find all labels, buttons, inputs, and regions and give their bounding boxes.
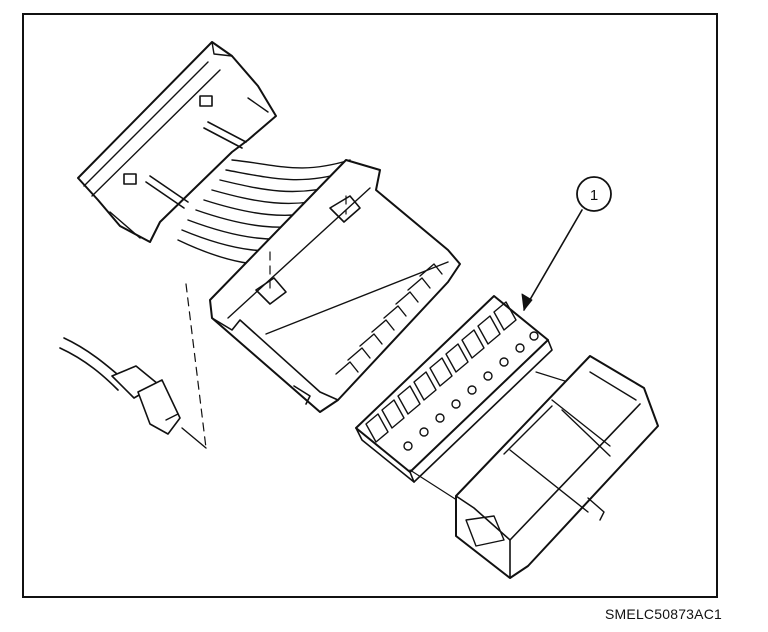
callout-1: 1 [521, 176, 612, 311]
connector-housing [209, 159, 461, 413]
terminal-strip [355, 295, 553, 483]
figure-identifier: SMELC50873AC1 [605, 606, 722, 622]
alignment-lines [185, 195, 347, 449]
figure-border [22, 13, 718, 598]
lock-block [455, 355, 659, 579]
circuit-card [77, 41, 277, 243]
callout-number: 1 [590, 187, 598, 204]
wire-lead [59, 337, 207, 449]
